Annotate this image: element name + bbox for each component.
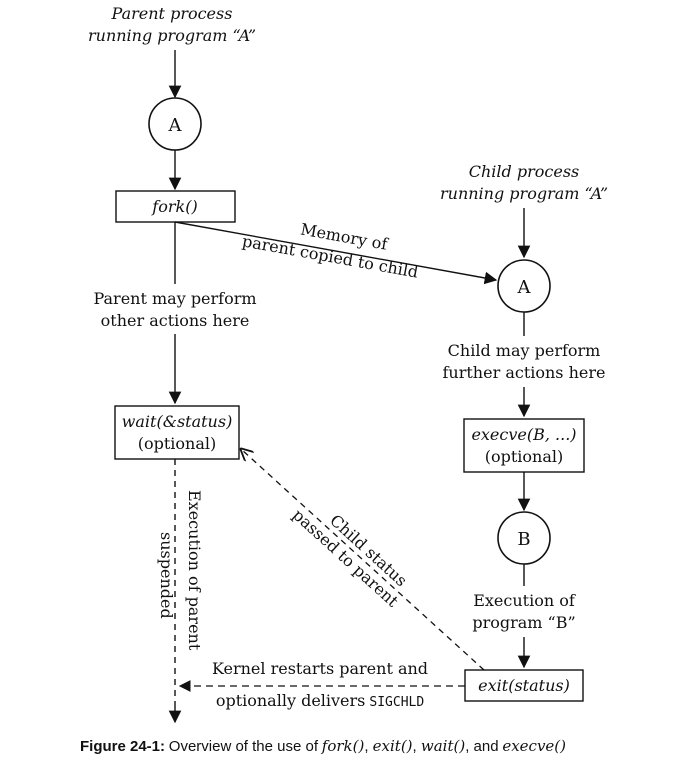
fork-box-label: fork(): [151, 197, 197, 216]
wait-box-label-line2: (optional): [138, 434, 217, 453]
kernel-label-line2: optionally delivers SIGCHLD: [216, 691, 425, 710]
wait-box-label-line1: wait(&status): [122, 412, 233, 431]
suspended-label-line2: suspended: [157, 532, 176, 619]
caption-wait: wait(): [421, 737, 465, 755]
caption-and: and: [474, 738, 499, 755]
figure-caption: Figure 24-1: Overview of the use of fork…: [80, 737, 566, 755]
exec-b-label-line2: program “B”: [472, 613, 575, 632]
execve-box-label-line1: execve(B, ...): [471, 425, 576, 444]
suspended-label-line1: Execution of parent: [185, 490, 204, 651]
parent-process-label-line2: running program “A”: [88, 26, 256, 45]
exec-b-label-line1: Execution of: [473, 591, 576, 610]
exit-box: [464, 669, 584, 702]
execve-box: [463, 418, 585, 473]
kernel-label-line1: Kernel restarts parent and: [212, 659, 428, 678]
execve-box-label-line2: (optional): [485, 447, 564, 466]
caption-exit: exit(): [373, 737, 413, 755]
child-actions-label-line1: Child may perform: [448, 341, 601, 360]
child-process-label-line2: running program “A”: [440, 184, 608, 203]
fork-box: [115, 190, 236, 223]
caption-fork: fork(): [321, 737, 365, 755]
parent-process-label-line1: Parent process: [111, 4, 233, 23]
kernel-label-prefix: optionally delivers: [216, 691, 366, 710]
parent-node-a-label: A: [168, 115, 183, 136]
caption-text-prefix: Overview of the use of: [169, 738, 319, 755]
arrow-fork-to-child: [174, 221, 498, 285]
child-node-a-label: A: [517, 277, 532, 298]
parent-actions-label-line2: other actions here: [101, 311, 250, 330]
child-process-label-line1: Child process: [469, 162, 579, 181]
kernel-signal-name: SIGCHLD: [369, 695, 424, 710]
child-node-b-label: B: [517, 529, 530, 550]
parent-actions-label-line1: Parent may perform: [93, 289, 256, 308]
caption-execve: execve(): [502, 737, 566, 755]
exit-box-label: exit(status): [478, 676, 570, 695]
child-actions-label-line2: further actions here: [443, 363, 606, 382]
wait-box: [114, 405, 240, 460]
caption-figure-label: Figure 24-1:: [80, 738, 165, 755]
